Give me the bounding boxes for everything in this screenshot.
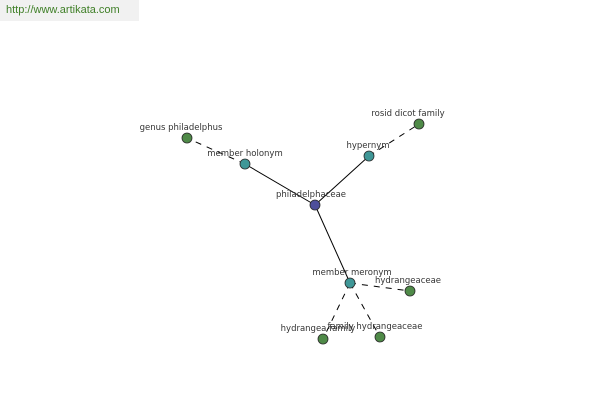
node-genus[interactable] (181, 132, 193, 144)
edge-center-hypernym (314, 155, 370, 206)
node-label-holonym[interactable]: member holonym (207, 149, 282, 159)
node-label-rosid[interactable]: rosid dicot family (371, 109, 444, 119)
edge-meronym-hydrangea_family (322, 282, 351, 340)
labels-layer: philadelphaceae hypernym member holonym mem… (140, 109, 445, 334)
source-url-link[interactable]: http://www.artikata.com (6, 4, 120, 16)
node-label-center[interactable]: philadelphaceae (276, 190, 346, 200)
node-center[interactable] (309, 199, 321, 211)
edges-layer (186, 123, 420, 340)
edge-center-meronym (314, 204, 351, 284)
node-meronym[interactable] (344, 277, 356, 289)
node-holonym[interactable] (239, 158, 251, 170)
edge-meronym-hydrangeaceae (349, 282, 411, 292)
node-family-hydrangeaceae[interactable] (374, 331, 386, 343)
node-label-hypernym[interactable]: hypernym (346, 141, 389, 151)
node-label-genus[interactable]: genus philadelphus (140, 123, 223, 133)
node-rosid[interactable] (413, 118, 425, 130)
node-hydrangeaceae[interactable] (404, 285, 416, 297)
edge-meronym-family_hydrangeaceae (349, 282, 381, 338)
node-hypernym[interactable] (363, 150, 375, 162)
edge-holonym-genus (186, 137, 246, 165)
nodes-layer (181, 118, 425, 345)
node-hydrangea-family[interactable] (317, 333, 329, 345)
edge-hypernym-rosid (368, 123, 420, 157)
node-label-hydrangea-family[interactable]: hydrangea family (281, 324, 356, 334)
node-label-hydrangeaceae[interactable]: hydrangeaceae (375, 276, 441, 286)
node-label-family-hydrangeaceae[interactable]: family hydrangeaceae (327, 322, 422, 332)
source-banner: http://www.artikata.com (0, 0, 139, 21)
edge-center-holonym (244, 163, 316, 206)
node-label-meronym[interactable]: member meronym (312, 268, 391, 278)
